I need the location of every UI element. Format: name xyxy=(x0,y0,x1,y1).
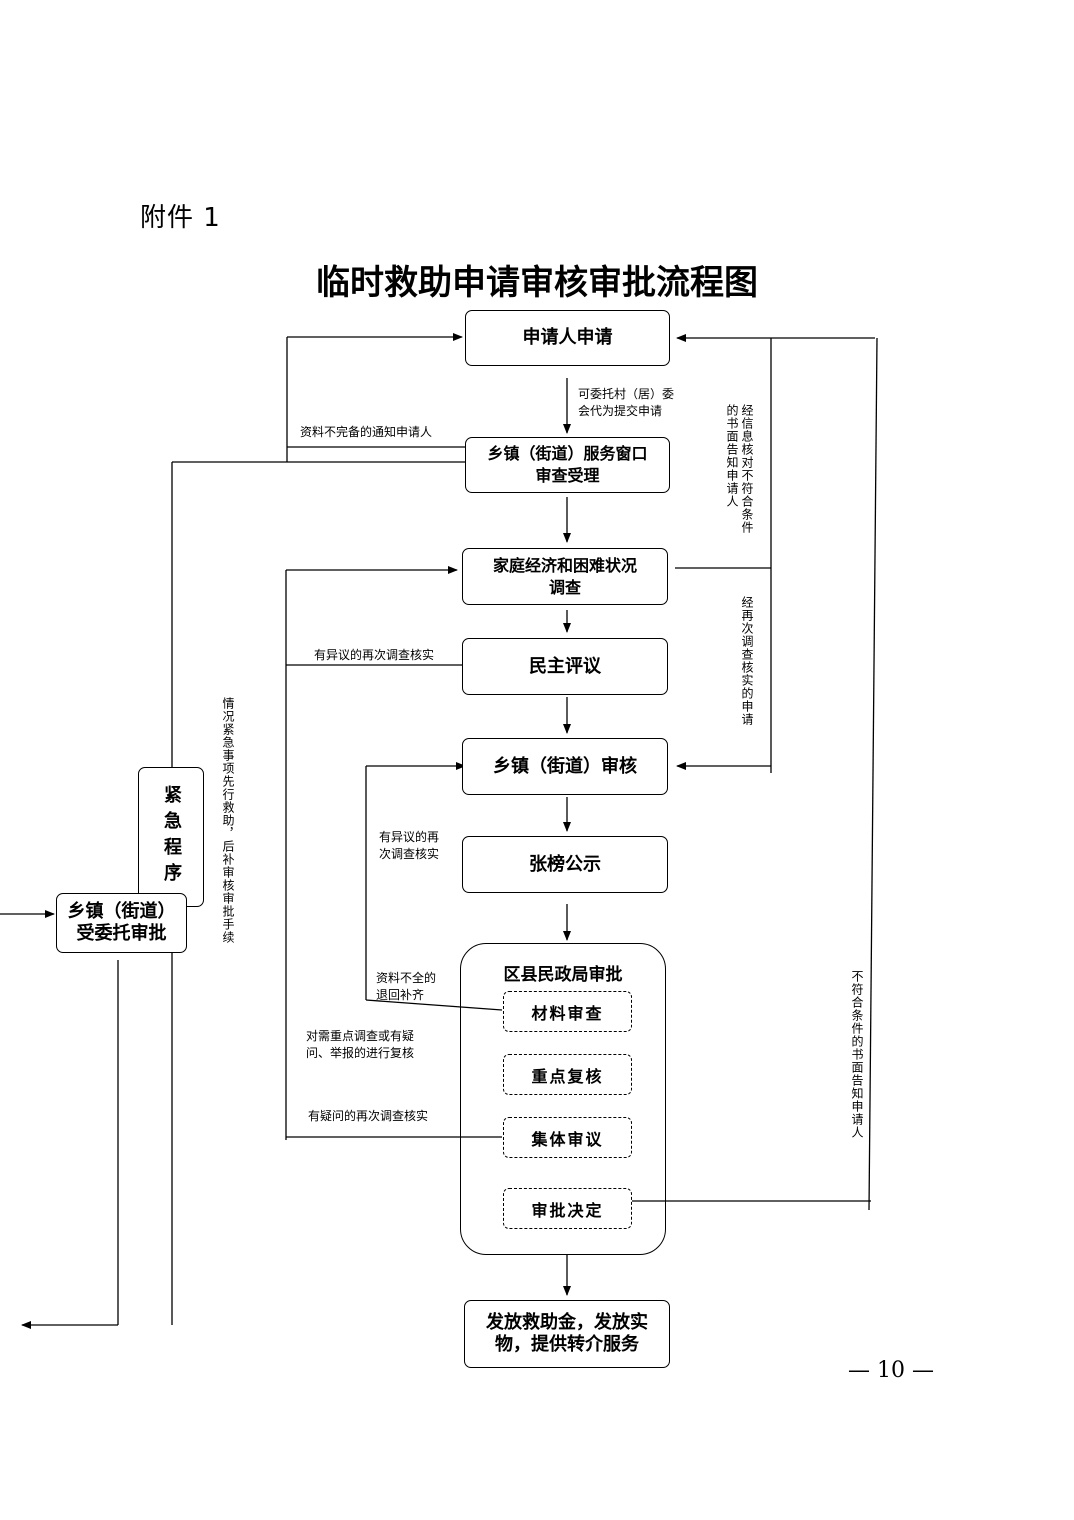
node-township-audit: 乡镇（街道）审核 xyxy=(462,738,668,795)
node-apply: 申请人申请 xyxy=(465,310,670,366)
node-issue-aid: 发放救助金，发放实 物，提供转介服务 xyxy=(464,1300,670,1368)
node-publicity: 张榜公示 xyxy=(462,836,668,893)
step-collective-review: 集体审议 xyxy=(503,1117,632,1158)
note-doubt-recheck: 有疑问的再次调查核实 xyxy=(308,1109,429,1123)
note-key-investigate: 对需重点调查或有疑 问、举报的进行复核 xyxy=(306,1029,415,1060)
node-entrusted-approval: 乡镇（街道） 受委托审批 xyxy=(56,893,187,953)
note-emergency: 情况紧急事项先行救助，后补审核审批手续 xyxy=(221,697,235,944)
note-incomplete-return: 资料不全的 退回补齐 xyxy=(376,971,437,1002)
page-number: — 10 — xyxy=(848,1358,934,1383)
page-title: 临时救助申请审核审批流程图 xyxy=(316,263,758,303)
note-not-qualified-written: 经信息核对不符合条件的书面告知申请人 xyxy=(725,404,754,534)
note-objection-recheck-second: 有异议的再 次调查核实 xyxy=(379,830,440,861)
note-entrust-submit: 可委托村（居）委 会代为提交申请 xyxy=(578,387,675,418)
group-county-approval xyxy=(460,943,666,1255)
node-emergency-procedure: 紧急程序 xyxy=(138,767,204,907)
node-family-survey: 家庭经济和困难状况 调查 xyxy=(462,548,668,605)
note-objection-recheck: 有异议的再次调查核实 xyxy=(314,648,435,662)
note-recheck-apply: 经再次调查核实的申请 xyxy=(740,596,754,726)
attachment-label: 附件 1 xyxy=(140,203,221,233)
node-democratic-review: 民主评议 xyxy=(462,638,668,695)
node-service-window: 乡镇（街道）服务窗口 审查受理 xyxy=(465,437,670,493)
step-approval-decision: 审批决定 xyxy=(503,1188,632,1229)
group-county-title: 区县民政局审批 xyxy=(503,965,623,985)
note-not-qualified-final: 不符合条件的书面告知申请人 xyxy=(850,970,864,1139)
step-material-check: 材料审查 xyxy=(503,991,632,1032)
step-key-recheck: 重点复核 xyxy=(503,1054,632,1095)
note-incomplete-notify: 资料不完备的通知申请人 xyxy=(300,425,433,439)
